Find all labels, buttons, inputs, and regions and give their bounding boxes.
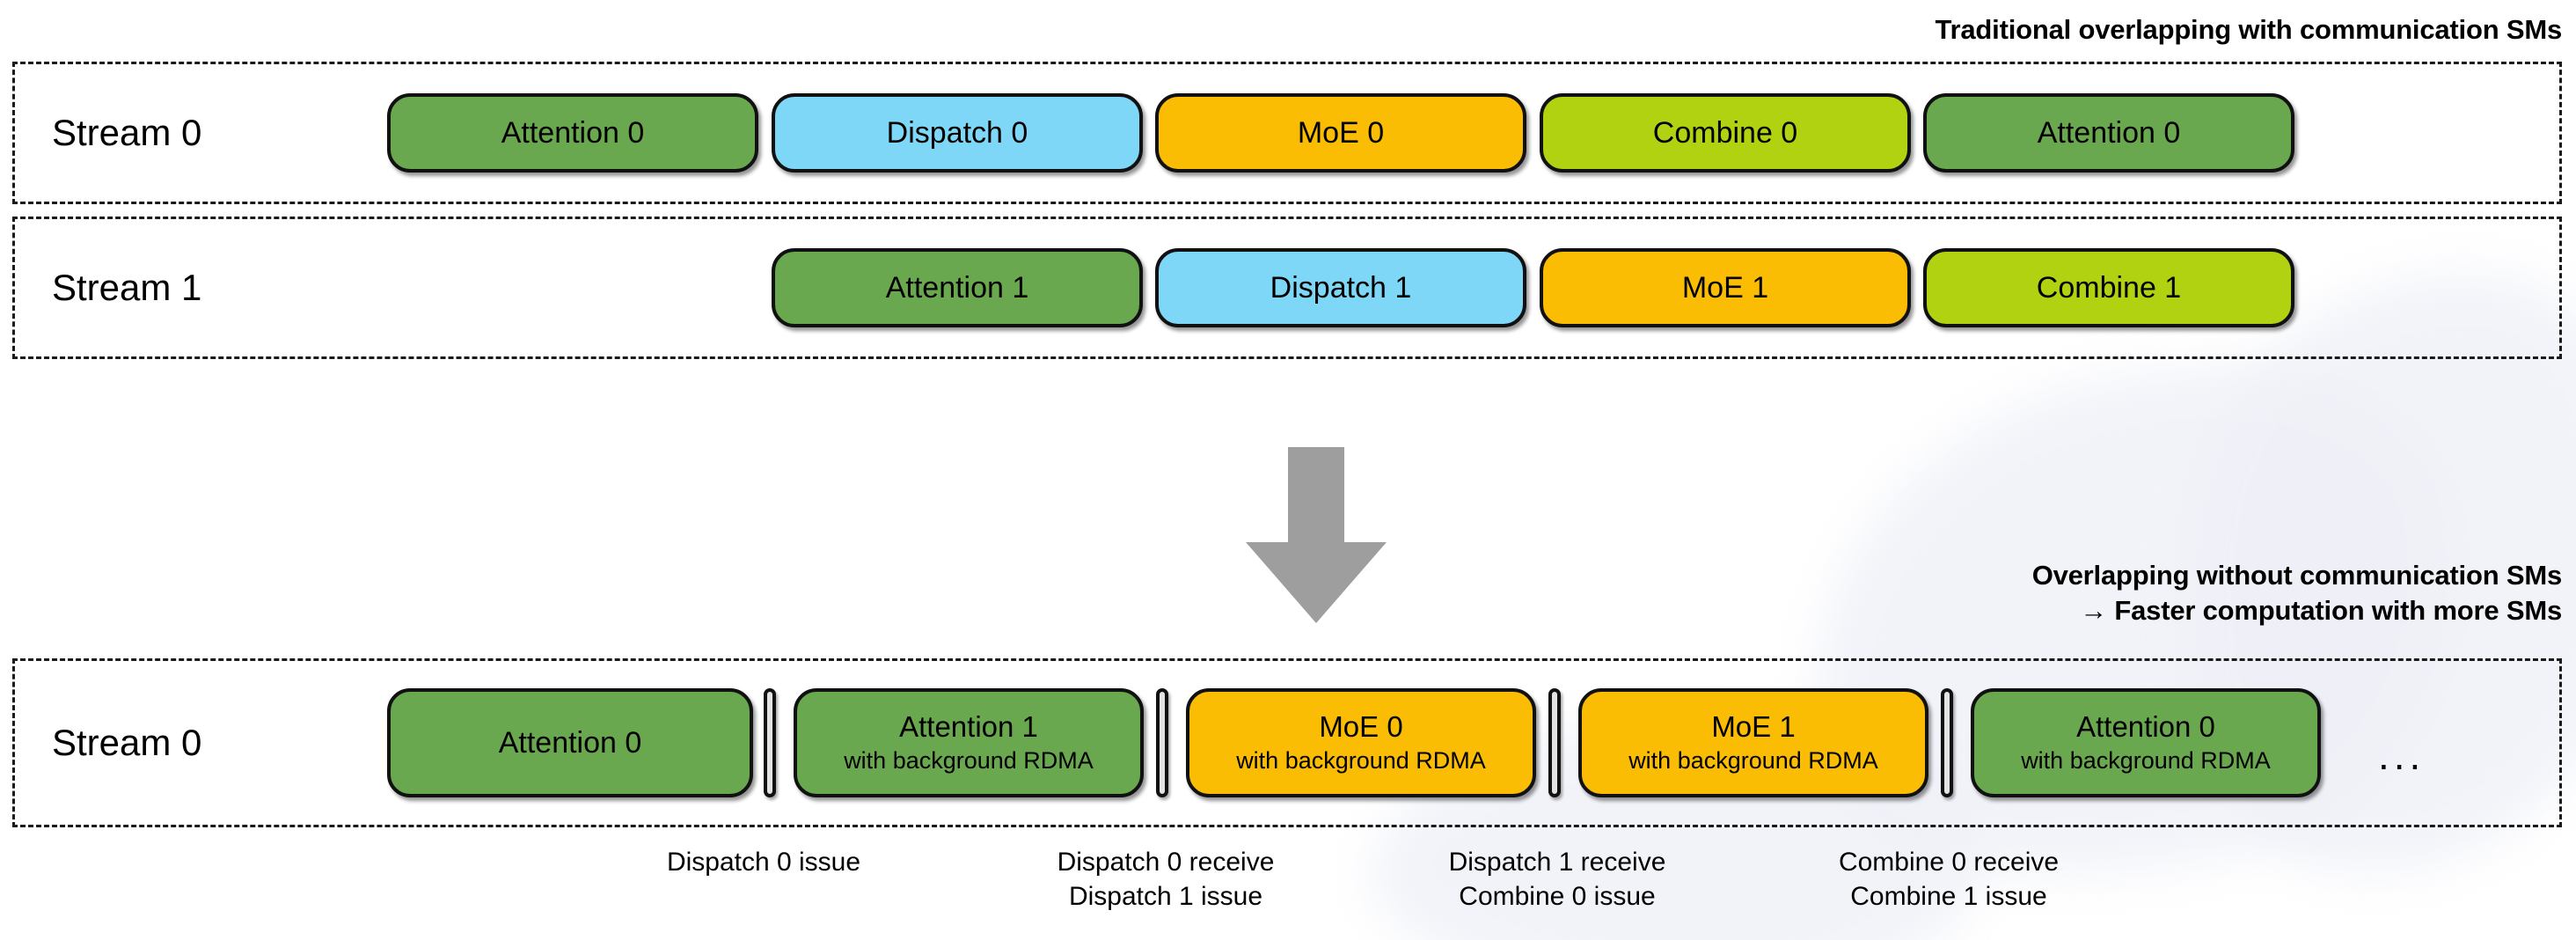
caption-combine-0-recv: Combine 0 receive Combine 1 issue [1838,848,2060,911]
task-block-attention: Attention 0 [1923,93,2294,173]
stream-lane-2: Stream 0 ... [12,658,2562,827]
task-block-title: MoE 0 [1297,115,1385,150]
continuation-ellipsis: ... [2378,732,2426,778]
task-block-title: Attention 1 [899,710,1038,743]
stream-lane-2-label: Stream 0 [52,722,202,763]
task-block-moe: MoE 0 with background RDMA [1186,688,1536,797]
task-block-title: Attention 0 [498,725,642,760]
task-block-title: MoE 1 [1711,710,1796,743]
task-block-subtitle: with background RDMA [1628,746,1878,774]
task-block-dispatch: Dispatch 1 [1155,248,1526,327]
task-block-attention: Attention 1 with background RDMA [794,688,1144,797]
optimized-overlapping-heading: Overlapping without communication SMs → … [2031,560,2563,626]
task-block-attention: Attention 0 [387,688,753,797]
task-block-title: Combine 0 [1652,115,1798,150]
task-block-title: Attention 0 [501,115,645,150]
task-block-title: Attention 1 [885,270,1029,305]
task-block-attention: Attention 1 [772,248,1143,327]
task-block-title: MoE 1 [1681,270,1769,305]
task-block-subtitle: with background RDMA [844,746,1094,774]
stream-lane-1: Stream 1 [12,217,2562,359]
task-block-title: Dispatch 0 [886,115,1028,150]
task-block-moe: MoE 1 with background RDMA [1578,688,1928,797]
task-block-subtitle: with background RDMA [1236,746,1486,774]
block-separator [1156,688,1168,797]
block-separator [764,688,776,797]
block-separator [1548,688,1561,797]
task-block-title: Attention 0 [2076,710,2215,743]
task-block-moe: MoE 1 [1540,248,1911,327]
block-separator [1941,688,1953,797]
task-block-title: Attention 0 [2037,115,2181,150]
task-block-attention: Attention 0 [387,93,758,173]
task-block-title: MoE 0 [1319,710,1403,743]
task-block-combine: Combine 1 [1923,248,2294,327]
caption-dispatch-0-recv: Dispatch 0 receive Dispatch 1 issue [1057,848,1275,911]
stream-lane-0: Stream 0 [12,62,2562,204]
caption-dispatch-0-issue: Dispatch 0 issue [666,848,861,877]
down-arrow-icon [1246,447,1387,623]
caption-dispatch-1-recv: Dispatch 1 receive Combine 0 issue [1448,848,1666,911]
stream-lane-1-label: Stream 1 [52,267,202,308]
traditional-overlapping-heading: Traditional overlapping with communicati… [1935,14,2563,45]
task-block-subtitle: with background RDMA [2021,746,2271,774]
task-block-combine: Combine 0 [1540,93,1911,173]
task-block-title: Combine 1 [2036,270,2182,305]
task-block-moe: MoE 0 [1155,93,1526,173]
task-block-dispatch: Dispatch 0 [772,93,1143,173]
task-block-title: Dispatch 1 [1270,270,1412,305]
task-block-attention: Attention 0 with background RDMA [1971,688,2321,797]
stream-lane-0-label: Stream 0 [52,112,202,153]
